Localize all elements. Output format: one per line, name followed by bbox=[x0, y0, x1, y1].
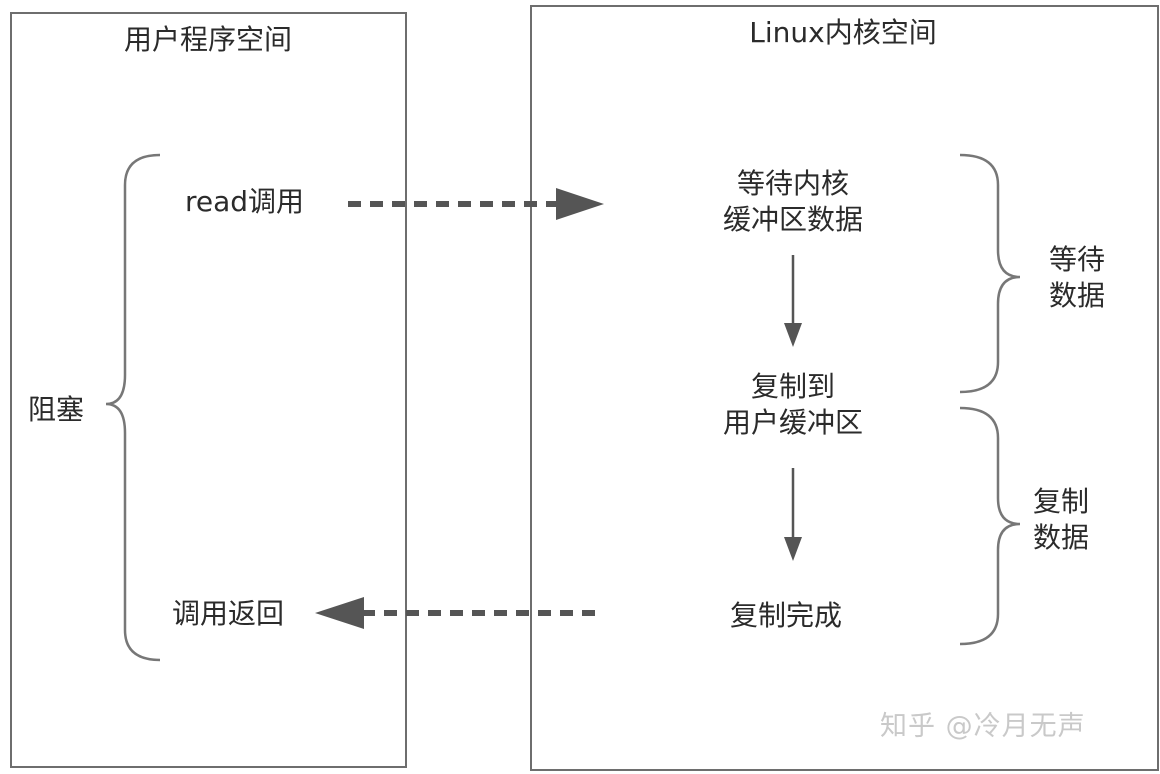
kernel-space-panel bbox=[530, 5, 1159, 771]
kernel-space-title: Linux内核空间 bbox=[749, 16, 937, 49]
read-call-arrow-head bbox=[556, 188, 604, 220]
copy-to-done-arrow-head bbox=[784, 537, 802, 561]
phase-copy-data-label: 复制 数据 bbox=[1032, 485, 1090, 555]
watermark: 知乎 @冷月无声 bbox=[880, 711, 1086, 742]
copy-data-brace bbox=[959, 406, 1021, 646]
step-copy-to-user-buffer: 复制到 用户缓冲区 bbox=[722, 370, 864, 440]
user-space-panel bbox=[10, 12, 407, 768]
wait-data-brace bbox=[959, 153, 1021, 394]
call-return-label: 调用返回 bbox=[172, 597, 285, 630]
wait-to-copy-arrow-head bbox=[784, 323, 802, 347]
blocked-label: 阻塞 bbox=[28, 393, 85, 426]
user-space-title: 用户程序空间 bbox=[123, 23, 293, 56]
blocking-brace bbox=[105, 153, 161, 662]
call-return-arrow-head bbox=[315, 597, 364, 629]
phase-wait-data-label: 等待 数据 bbox=[1048, 243, 1106, 313]
read-call-label: read调用 bbox=[185, 185, 305, 218]
step-copy-done: 复制完成 bbox=[729, 599, 843, 632]
step-wait-kernel-buffer: 等待内核 缓冲区数据 bbox=[722, 167, 864, 237]
